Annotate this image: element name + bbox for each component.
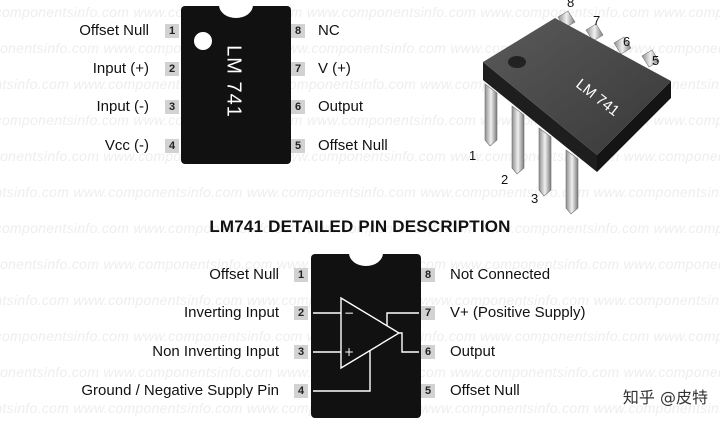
top-pin-num: 1 [165, 24, 179, 38]
bottom-pin-label: Non Inverting Input [152, 343, 279, 360]
opamp-plus-sign: + [344, 345, 354, 359]
section-title: LM741 DETAILED PIN DESCRIPTION [209, 217, 511, 236]
top-pin-num: 5 [291, 139, 305, 153]
bottom-pin-num: 5 [421, 384, 435, 398]
top-pin-label: Input (+) [92, 60, 149, 77]
top-pin-label: Offset Null [318, 137, 388, 154]
top-pin-label: Input (-) [96, 98, 149, 115]
bottom-pin-label: Inverting Input [183, 304, 279, 321]
top-pin-num: 7 [291, 62, 305, 76]
top-pin-label: NC [318, 22, 340, 39]
opamp-minus-sign: − [344, 306, 354, 320]
opamp-symbol: − + [313, 296, 419, 392]
photo-pin-num: 7 [593, 13, 600, 28]
photo-chip-front-pins [484, 83, 579, 215]
photo-chip-right-face [597, 81, 671, 172]
photo-chip-illustration: LM 741 1 2 3 4 5 6 7 8 [469, 0, 671, 215]
photo-pin-num: 3 [531, 191, 538, 206]
top-pin-num: 6 [291, 100, 305, 114]
top-pin-num: 2 [165, 62, 179, 76]
photo-pin-num: 2 [501, 172, 508, 187]
photo-chip-top-face [483, 18, 671, 155]
bottom-pin-label: V+ (Positive Supply) [450, 304, 586, 321]
photo-pin-num: 8 [567, 0, 574, 10]
bottom-pin-num: 4 [294, 384, 308, 398]
bottom-pin-num: 3 [294, 345, 308, 359]
site-watermark-row: www.componentsinfo.com www.componentsinf… [0, 220, 720, 236]
bottom-pin-label: Output [450, 343, 496, 360]
top-pin-label: Vcc (-) [104, 137, 149, 154]
site-watermark-row: www.componentsinfo.com www.componentsinf… [0, 4, 720, 20]
top-chip-notch [219, 0, 253, 18]
photo-pin-num: 4 [563, 212, 570, 215]
top-chip-marking: LM 741 [222, 45, 245, 118]
photo-pin-num: 6 [623, 34, 630, 49]
zhihu-watermark: 知乎 @皮特 [622, 388, 708, 407]
bottom-chip-notch [349, 240, 383, 266]
photo-chip-dot [508, 56, 526, 68]
top-pin-num: 3 [165, 100, 179, 114]
bottom-pin-num: 6 [421, 345, 435, 359]
bottom-pin-label: Not Connected [450, 266, 551, 283]
bottom-pin-label: Offset Null [209, 266, 279, 283]
top-pin-num: 8 [291, 24, 305, 38]
photo-chip-back-pins [557, 10, 660, 68]
bottom-pin-num: 2 [294, 306, 308, 320]
bottom-pin-num: 7 [421, 306, 435, 320]
top-pin-label: Output [318, 98, 364, 115]
photo-pin-num: 5 [652, 53, 659, 68]
bottom-pin-num: 8 [421, 268, 435, 282]
bottom-pin-num: 1 [294, 268, 308, 282]
photo-chip-front-face [483, 62, 597, 172]
bottom-pin-label: Ground / Negative Supply Pin [81, 382, 279, 399]
top-pin-label: Offset Null [79, 22, 149, 39]
top-pin-label: V (+) [318, 60, 351, 77]
top-pin-num: 4 [165, 139, 179, 153]
photo-pin-num: 1 [469, 148, 476, 163]
bottom-pin-label: Offset Null [450, 382, 520, 399]
top-chip-pin1-dot [194, 32, 212, 50]
